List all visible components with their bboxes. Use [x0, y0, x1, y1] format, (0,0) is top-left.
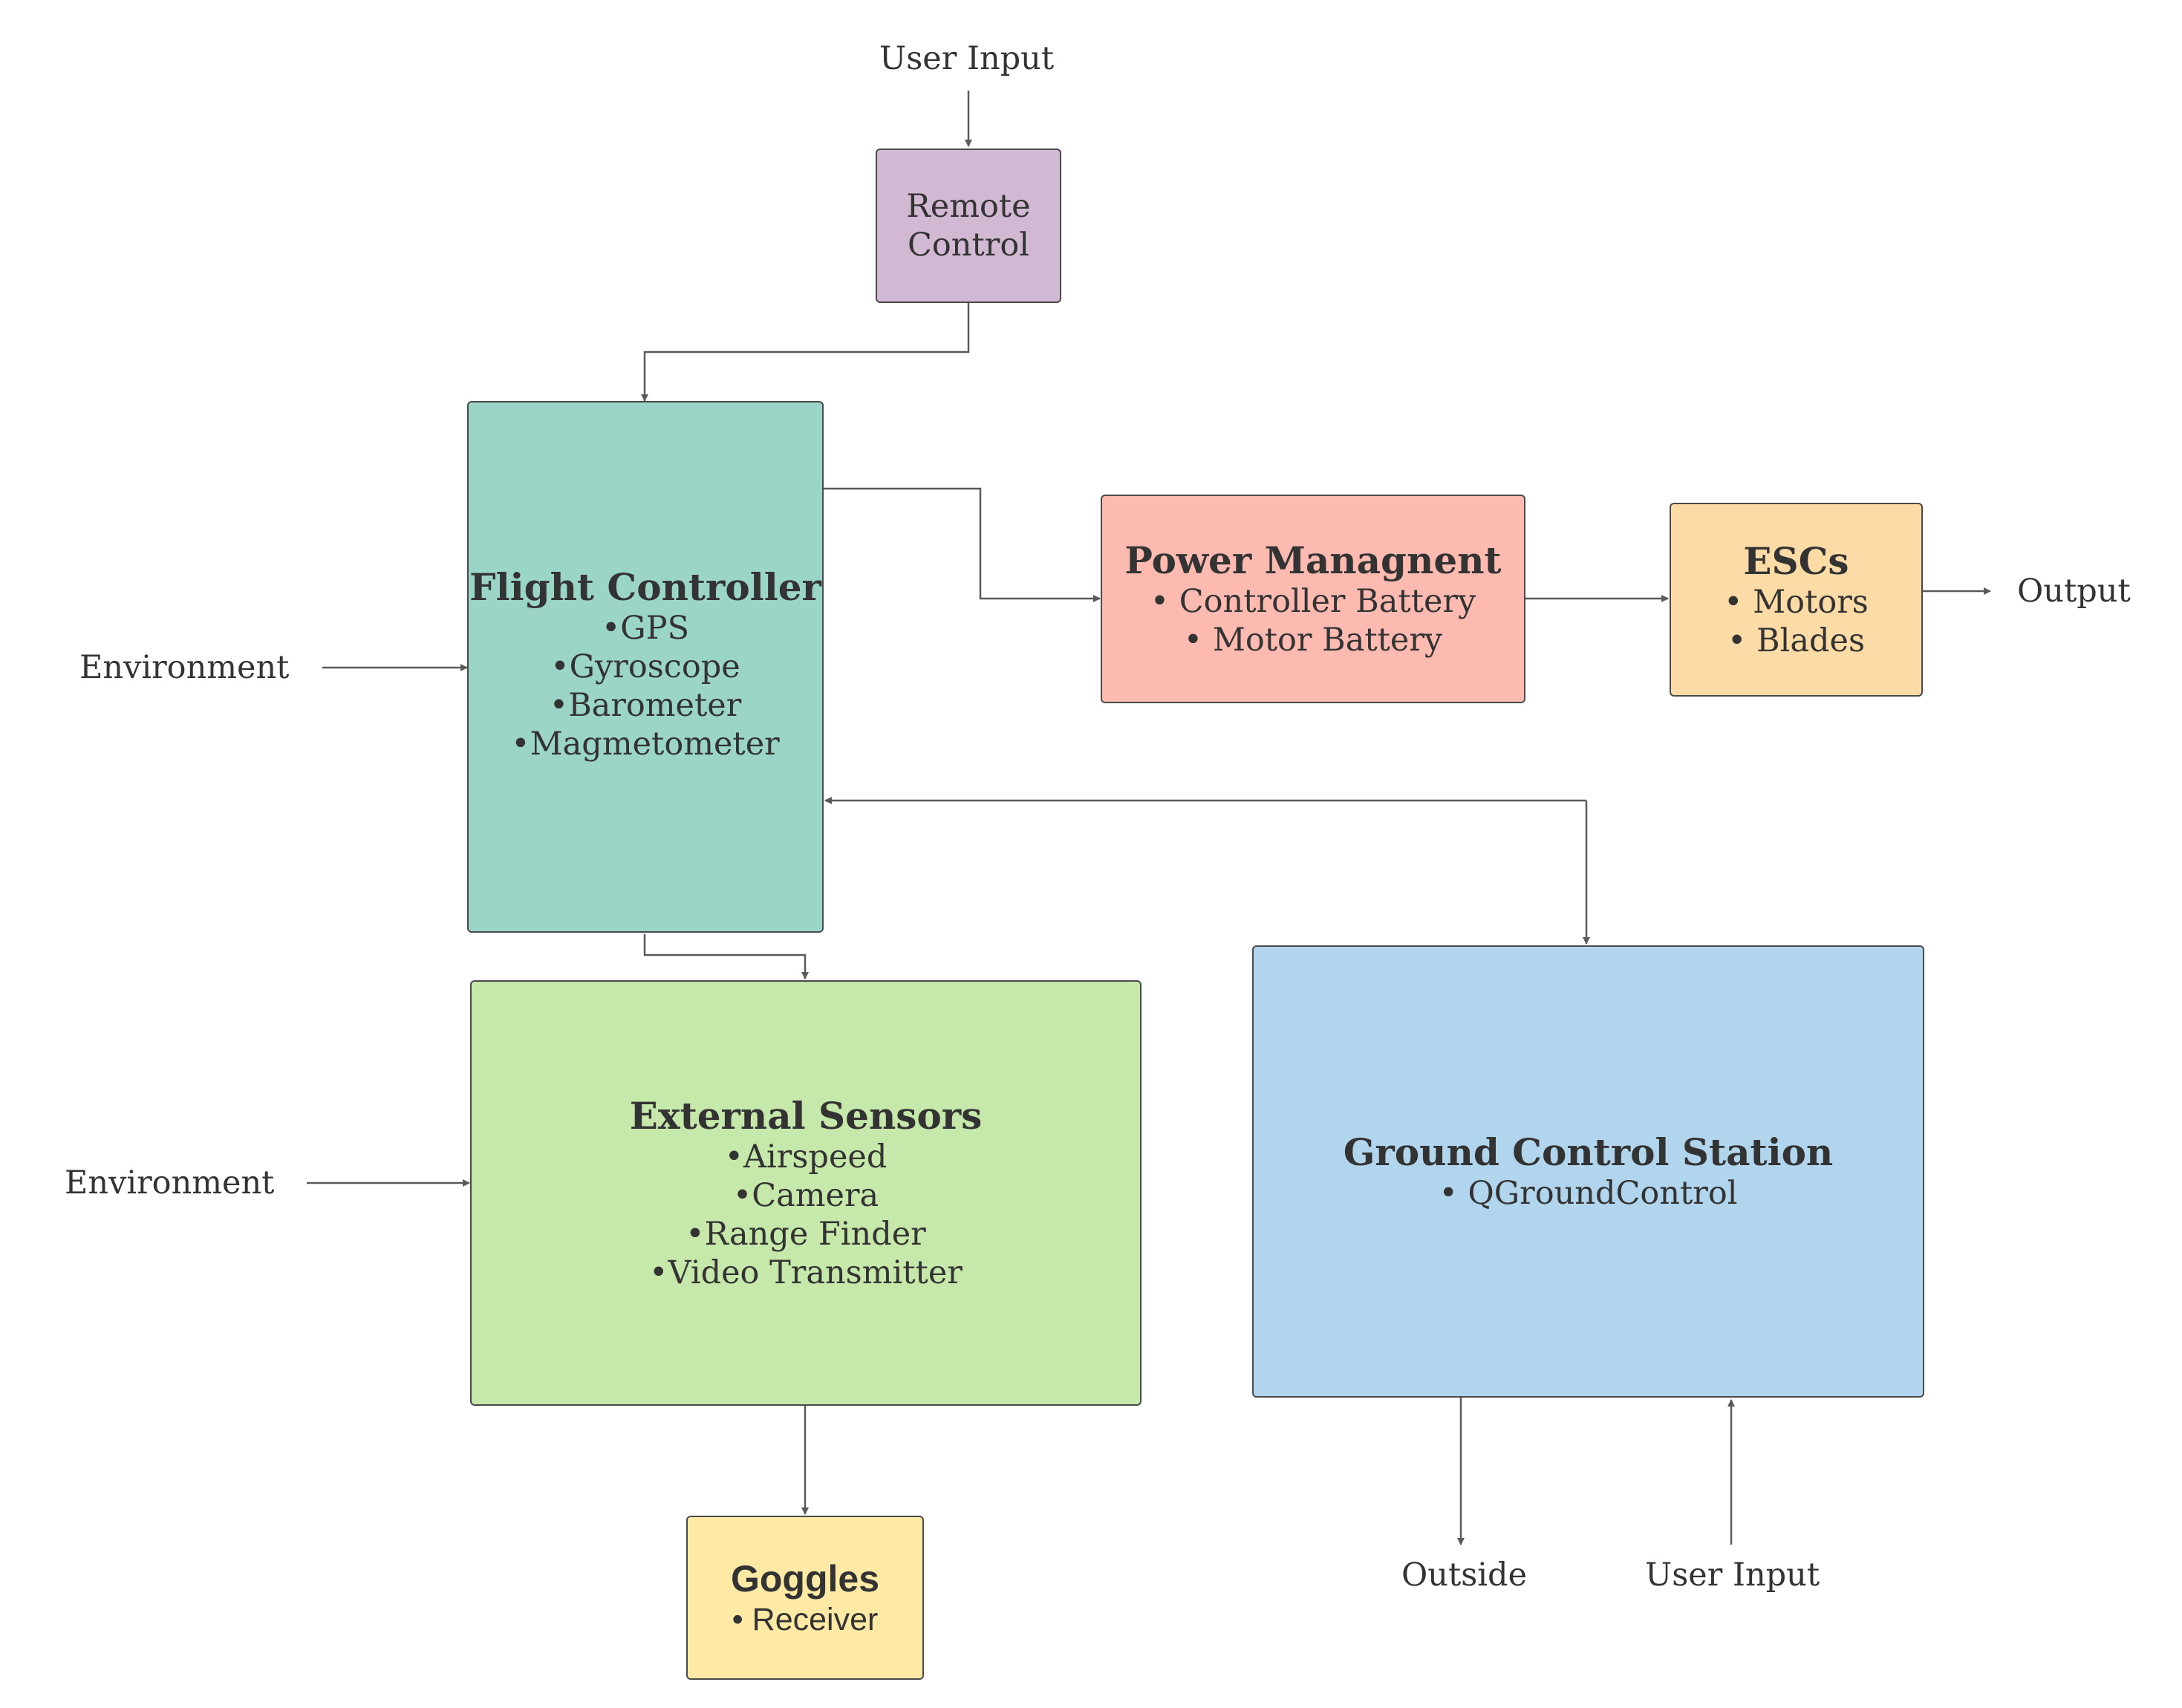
- environment-external-sensors-label: Environment: [65, 1164, 275, 1202]
- remote-control-label-line-1: Remote: [906, 188, 1031, 225]
- flight-controller-item-magnetometer: •Magmetometer: [511, 726, 780, 763]
- user-input-ground-station-label: User Input: [1645, 1557, 1820, 1594]
- flight-controller-item-gps: •GPS: [601, 610, 690, 647]
- escs-item-blades: • Blades: [1727, 622, 1866, 659]
- power-management-block: Power Managnent • Controller Battery • M…: [1101, 495, 1525, 703]
- external-sensors-item-range-finder: •Range Finder: [685, 1215, 926, 1253]
- outside-label: Outside: [1401, 1557, 1528, 1594]
- flight-controller-item-barometer: •Barometer: [549, 687, 742, 724]
- flight-controller-title: Flight Controller: [469, 565, 821, 609]
- flight-controller-block: Flight Controller •GPS •Gyroscope •Barom…: [467, 401, 824, 933]
- external-sensors-item-camera: •Camera: [732, 1176, 879, 1214]
- external-sensors-item-video-transmitter: •Video Transmitter: [649, 1254, 963, 1291]
- power-management-title: Power Managnent: [1124, 538, 1502, 582]
- ground-control-station-item-qgroundcontrol: • QGroundControl: [1439, 1174, 1738, 1212]
- ground-control-station-title: Ground Control Station: [1343, 1130, 1834, 1174]
- escs-block: ESCs • Motors • Blades: [1670, 503, 1923, 697]
- external-sensors-title: External Sensors: [629, 1093, 983, 1138]
- user-input-top-label: User Input: [879, 40, 1055, 77]
- flight-controller-item-gyroscope: •Gyroscope: [550, 648, 740, 685]
- goggles-block: Goggles • Receiver: [686, 1516, 924, 1680]
- escs-title: ESCs: [1743, 538, 1849, 583]
- arrow-flight-controller-to-power-management: [824, 487, 1101, 602]
- output-label: Output: [2017, 573, 2131, 610]
- arrow-remote-control-to-flight-controller: [641, 303, 970, 402]
- power-management-item-motor-battery: • Motor Battery: [1183, 621, 1443, 659]
- power-management-item-controller-battery: • Controller Battery: [1150, 582, 1476, 620]
- remote-control-block: Remote Control: [876, 149, 1061, 303]
- environment-flight-controller-label: Environment: [79, 649, 290, 686]
- goggles-title: Goggles: [730, 1557, 880, 1600]
- external-sensors-item-airspeed: •Airspeed: [724, 1138, 888, 1176]
- arrow-flight-controller-to-external-sensors: [643, 934, 809, 980]
- remote-control-label-line-2: Control: [908, 226, 1029, 264]
- ground-control-station-block: Ground Control Station • QGroundControl: [1252, 945, 1924, 1398]
- external-sensors-block: External Sensors •Airspeed •Camera •Rang…: [470, 980, 1142, 1406]
- goggles-item-receiver: • Receiver: [732, 1601, 879, 1637]
- escs-item-motors: • Motors: [1724, 583, 1869, 621]
